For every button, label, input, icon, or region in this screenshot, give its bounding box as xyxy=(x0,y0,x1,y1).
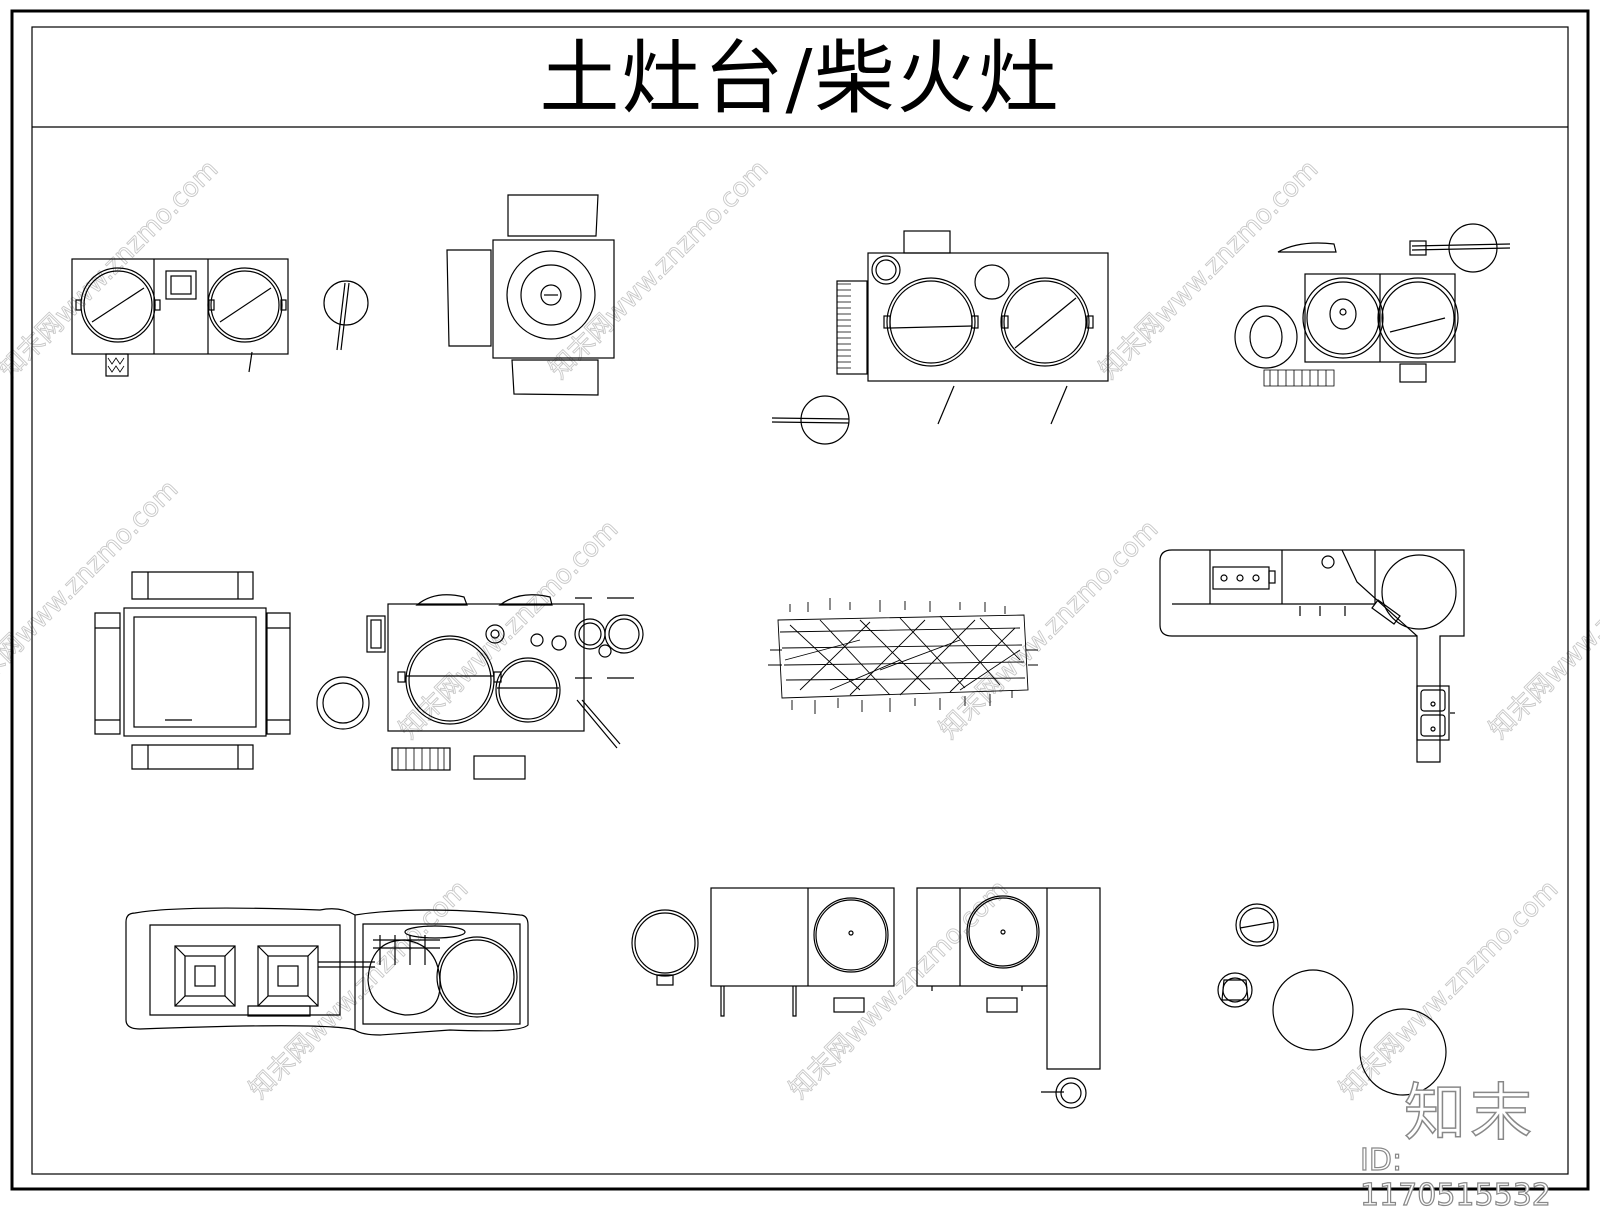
table-plan-5 xyxy=(94,571,291,770)
stove-plan-1 xyxy=(71,258,369,377)
brand-logo: 知末 xyxy=(1403,1075,1537,1150)
stove-plan-6 xyxy=(316,594,644,780)
page-title: 土灶台/柴火灶 xyxy=(539,32,1061,125)
kitchen-counter-plan-8 xyxy=(1159,549,1465,763)
inner-frame xyxy=(31,26,1569,1175)
stove-plan-2 xyxy=(446,194,615,396)
watermark-text: 知末网www.znzmo.com xyxy=(1484,514,1600,745)
stove-plan-4 xyxy=(1234,223,1511,387)
stove-plan-3 xyxy=(771,230,1109,445)
watermark-text: 知末网www.znzmo.com xyxy=(394,514,625,745)
stove-plan-9 xyxy=(125,907,529,1036)
watermark-text: 知末网www.znzmo.com xyxy=(934,514,1165,745)
woodpile-plan-7 xyxy=(768,598,1038,714)
asset-id: ID: 1170515532 xyxy=(1359,1142,1551,1213)
stove-plan-10 xyxy=(631,887,895,1017)
stove-plan-11 xyxy=(916,887,1101,1109)
watermark-layer: 知末网www.znzmo.com 知末网www.znzmo.com 知末网www… xyxy=(0,154,1600,1105)
outer-frame xyxy=(10,9,1590,1191)
watermark-text: 知末网www.znzmo.com xyxy=(544,154,775,385)
watermark-text: 知末网www.znzmo.com xyxy=(0,474,184,705)
pots-plan-12 xyxy=(1217,903,1447,1096)
watermark-text: 知末网www.znzmo.com xyxy=(1094,154,1325,385)
watermark-text: 知末网www.znzmo.com xyxy=(784,874,1015,1105)
watermark-text: 知末网www.znzmo.com xyxy=(0,154,224,385)
